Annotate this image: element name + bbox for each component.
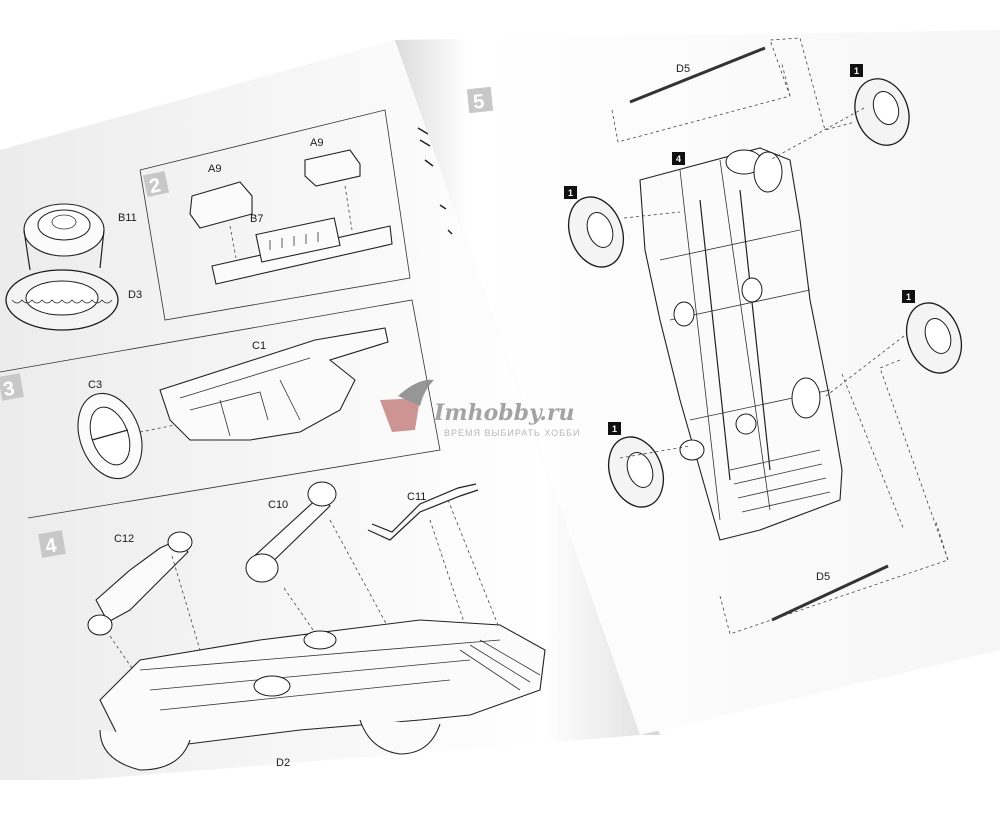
step-3-number: 3: [2, 378, 17, 402]
step-2-number: 2: [147, 174, 162, 198]
part-label-a9-left: A9: [208, 163, 221, 175]
part-label-d3: D3: [128, 289, 142, 301]
step-5-frame: 5: [466, 86, 494, 114]
part-label-d5-bottom: D5: [816, 571, 830, 583]
step-3-parts: C3 C1: [77, 327, 389, 480]
part-label-c3: C3: [88, 379, 102, 391]
badge-wheel-left-upper: 1: [568, 188, 573, 198]
step-4-parts: C12 C10 C11 D2: [87, 481, 546, 771]
front-wheel-assembly: B11 D3: [5, 203, 142, 331]
part-label-d5-top: D5: [676, 63, 690, 75]
part-label-c10: C10: [268, 499, 288, 511]
wheel-left-upper: 1: [564, 186, 625, 268]
badge-wheel-right-lower: 1: [906, 292, 911, 302]
step-2-frame: 2: [139, 109, 411, 321]
badge-wheel-left-lower: 1: [612, 424, 617, 434]
step-3-frame: 3: [0, 299, 441, 519]
watermark-tagline: ВРЕМЯ ВЫБИРАТЬ ХОББИ: [444, 428, 580, 438]
part-label-d2: D2: [276, 757, 290, 769]
badge-step-4: 4: [676, 154, 681, 164]
part-label-c1: C1: [252, 340, 266, 352]
part-label-b7: B7: [250, 213, 263, 225]
part-label-c11: C11: [407, 491, 426, 503]
watermark: Imhobby.ru ВРЕМЯ ВЫБИРАТЬ ХОББИ: [380, 379, 580, 438]
d5-axle-top: D5: [611, 37, 856, 143]
part-label-b11: B11: [118, 212, 137, 224]
wheel-left-lower: 1: [607, 422, 665, 508]
step-4-number: 4: [44, 534, 60, 558]
step-2-parts: A9 A9 B7: [189, 137, 393, 285]
wheel-right-lower: 1: [902, 290, 963, 374]
watermark-logo-icon: [380, 398, 420, 432]
spine-marks: [417, 127, 453, 235]
part-label-a9-right: A9: [310, 137, 323, 149]
step-5-number: 5: [472, 91, 485, 114]
part-label-c12: C12: [114, 533, 134, 545]
chassis-underside: 4: [619, 107, 905, 541]
d5-axle-bottom: D5: [719, 359, 949, 635]
badge-wheel-top-right: 1: [854, 66, 859, 76]
step-4-frame: 4: [38, 530, 66, 558]
watermark-title: Imhobby.ru: [433, 400, 575, 426]
wheel-top-right: 1: [850, 64, 910, 146]
